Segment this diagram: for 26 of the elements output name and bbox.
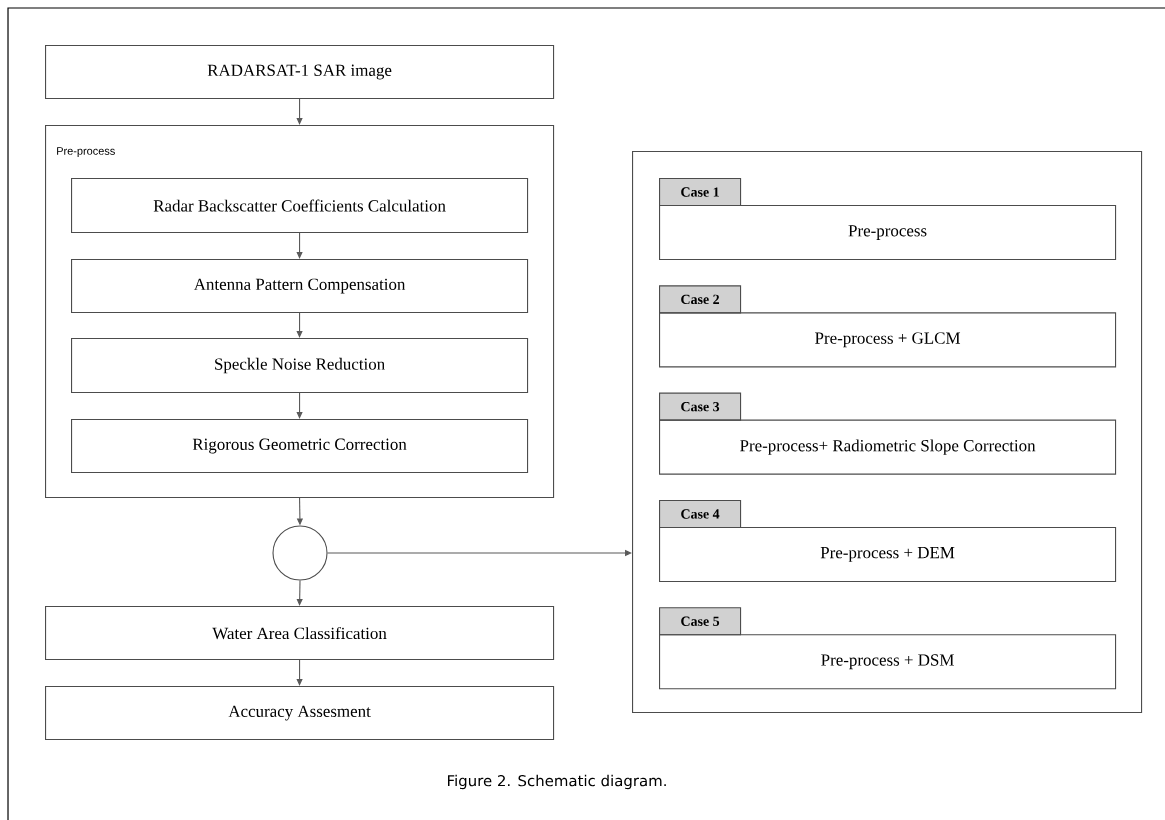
junction-circle [272, 525, 328, 581]
case-tab: Case 5 [659, 607, 742, 636]
arrow [296, 312, 303, 338]
process-box: Water Area Classification [45, 606, 555, 661]
process-box: Pre-process + DSM [659, 634, 1117, 690]
arrow [296, 659, 303, 686]
process-box: Accuracy Assesment [45, 686, 555, 741]
process-box: Antenna Pattern Compensation [71, 259, 529, 314]
process-box: Pre-process + DEM [659, 526, 1117, 582]
process-box: Rigorous Geometric Correction [71, 419, 529, 474]
case-tab: Case 4 [659, 499, 742, 528]
process-box: RADARSAT-1 SAR image [45, 45, 555, 100]
figure-caption: Figure 2. Schematic diagram. [448, 774, 666, 790]
process-box: Radar Backscatter Coefficients Calculation [71, 178, 529, 234]
case-tab: Case 2 [659, 285, 742, 314]
process-box: Pre-process + GLCM [659, 312, 1117, 368]
process-box: Speckle Noise Reduction [71, 338, 529, 394]
arrow [296, 392, 303, 419]
group-box [632, 151, 1143, 714]
arrow [296, 232, 303, 259]
process-box: Pre-process [659, 205, 1117, 261]
case-tab: Case 1 [659, 178, 742, 207]
arrow [296, 580, 303, 606]
case-tab: Case 3 [659, 392, 742, 421]
arrow [296, 98, 303, 125]
process-box: Pre-process+ Radiometric Slope Correction [659, 419, 1117, 475]
